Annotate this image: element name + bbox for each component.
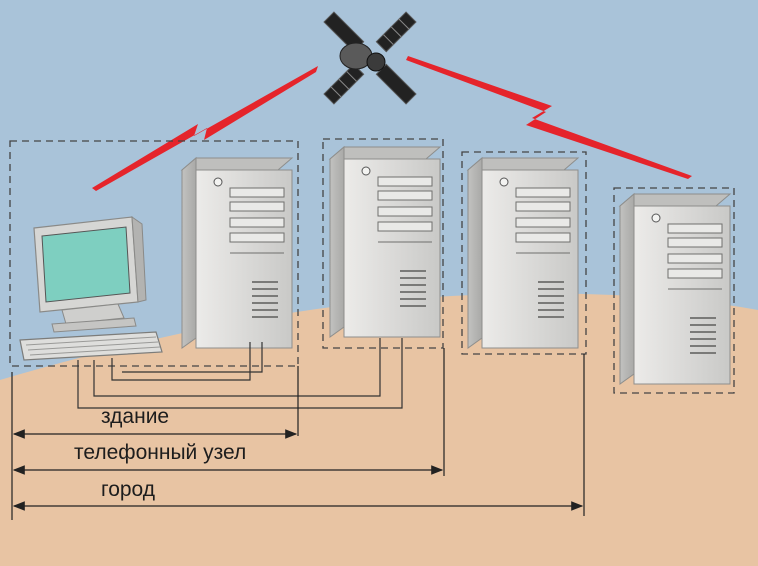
ground [0, 293, 758, 566]
cables [77, 338, 403, 409]
label-building: здание [101, 405, 170, 428]
server-icon [329, 146, 441, 338]
label-exchange: телефонный узел [74, 441, 247, 464]
server-icon [619, 193, 731, 385]
satellite-icon [323, 11, 417, 105]
keyboard-icon [19, 331, 163, 361]
range-markers [11, 348, 585, 520]
signal-bolt-icon [92, 66, 318, 191]
boundary-boxes [9, 138, 735, 394]
monitor-icon [33, 215, 147, 333]
server-icon [181, 157, 293, 349]
signal-bolt-icon [406, 56, 692, 179]
server-icon [467, 157, 579, 349]
label-city: город [101, 478, 156, 501]
